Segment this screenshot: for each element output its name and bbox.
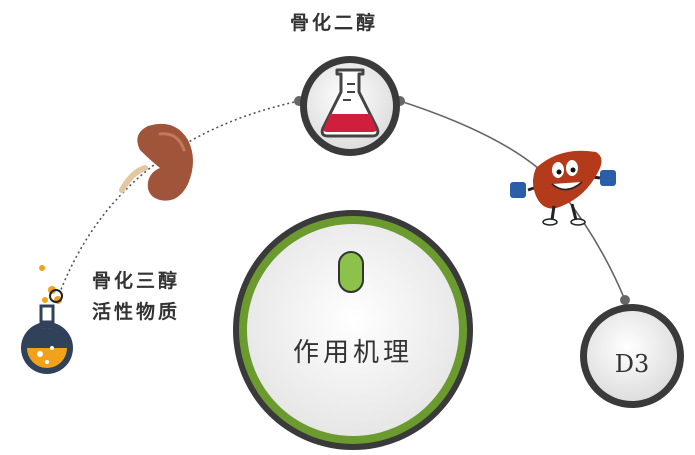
pill-icon: [338, 251, 364, 293]
round-flask-icon: [21, 265, 73, 374]
top-node-label: 骨化二醇: [290, 12, 379, 34]
d3-node-label: D3: [614, 350, 650, 378]
liver-mascot-icon: [510, 150, 616, 226]
left-node-label-line2: 活性物质: [92, 301, 181, 323]
center-node: [233, 210, 473, 450]
d3-node: [580, 304, 684, 408]
connector-dot: [620, 295, 630, 305]
kidney-icon: [119, 123, 193, 201]
left-node-label-line1: 骨化三醇: [92, 270, 181, 292]
flask-icon: [320, 68, 380, 138]
flask-node: [300, 56, 400, 156]
center-node-label: 作用机理: [292, 338, 413, 368]
dotted-connector-arc: [59, 100, 300, 293]
